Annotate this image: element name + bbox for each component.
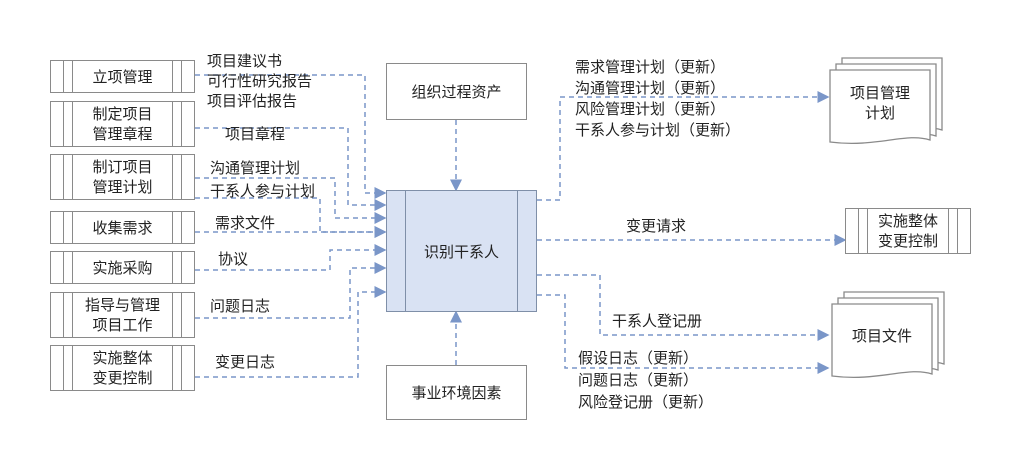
input-box-pm-plan: 制订项目 管理计划 [50,154,195,200]
central-process-label: 识别干系人 [423,242,499,261]
doc-update-2: 问题日志（更新） [578,371,699,389]
label-issue-log: 问题日志 [210,297,271,315]
input-box-charter-label: 制定项目 管理章程 [92,105,153,143]
edge-i2 [195,127,387,211]
label-feasibility: 可行性研究报告 [207,72,313,90]
pm-plan-document: 项目管理 计划 [828,56,948,146]
enterprise-factors-label: 事业环境因素 [411,384,502,402]
output-box-change-control: 实施整体 变更控制 [845,208,971,254]
edge-i7 [195,286,387,378]
input-box-charter: 制定项目 管理章程 [50,101,195,147]
label-change-log: 变更日志 [215,353,276,371]
central-process-box: 识别干系人 [386,190,537,312]
project-documents-label: 项目文件 [851,327,912,345]
label-evaluation: 项目评估报告 [207,92,298,110]
input-box-change-control-label: 实施整体 变更控制 [92,349,153,387]
input-box-direct-manage-label: 指导与管理 项目工作 [84,296,160,334]
doc-update-1: 假设日志（更新） [578,349,699,367]
label-comm-plan: 沟通管理计划 [210,159,301,177]
label-charter: 项目章程 [225,125,286,143]
plan-update-2: 沟通管理计划（更新） [575,79,726,97]
plan-update-1: 需求管理计划（更新） [575,58,726,76]
pm-plan-document-label: 项目管理 计划 [849,84,910,122]
edge-i1 [195,74,387,199]
label-stakeholder-register: 干系人登记册 [612,312,703,330]
label-agreements: 协议 [218,250,249,268]
label-proposal: 项目建议书 [207,52,283,70]
input-box-direct-manage: 指导与管理 项目工作 [50,292,195,338]
org-process-assets-box: 组织过程资产 [386,63,527,120]
input-box-initiation-label: 立项管理 [92,67,153,86]
input-box-initiation: 立项管理 [50,60,195,93]
label-engagement-plan: 干系人参与计划 [210,182,316,200]
edge-plan [537,91,830,201]
input-box-pm-plan-label: 制订项目 管理计划 [92,158,153,196]
input-box-collect-requirements: 收集需求 [50,211,195,244]
document-stack-icon [831,291,945,379]
plan-update-3: 风险管理计划（更新） [575,100,726,118]
edge-register [537,274,830,341]
edge-i6 [195,262,387,319]
input-box-collect-requirements-label: 收集需求 [92,218,153,237]
doc-update-3: 风险登记册（更新） [578,393,714,411]
output-box-change-control-label: 实施整体 变更控制 [877,212,938,250]
input-box-procurement-label: 实施采购 [92,258,153,277]
edge-docs [537,294,830,374]
label-requirements-doc: 需求文件 [215,214,276,232]
input-box-procurement: 实施采购 [50,251,195,284]
edge-i5 [195,244,387,271]
document-stack-icon [829,57,943,145]
plan-update-4: 干系人参与计划（更新） [575,121,741,139]
project-documents: 项目文件 [830,290,950,380]
enterprise-factors-box: 事业环境因素 [386,365,527,420]
input-box-change-control: 实施整体 变更控制 [50,345,195,391]
org-process-assets-label: 组织过程资产 [411,83,502,101]
label-change-request: 变更请求 [626,217,687,235]
